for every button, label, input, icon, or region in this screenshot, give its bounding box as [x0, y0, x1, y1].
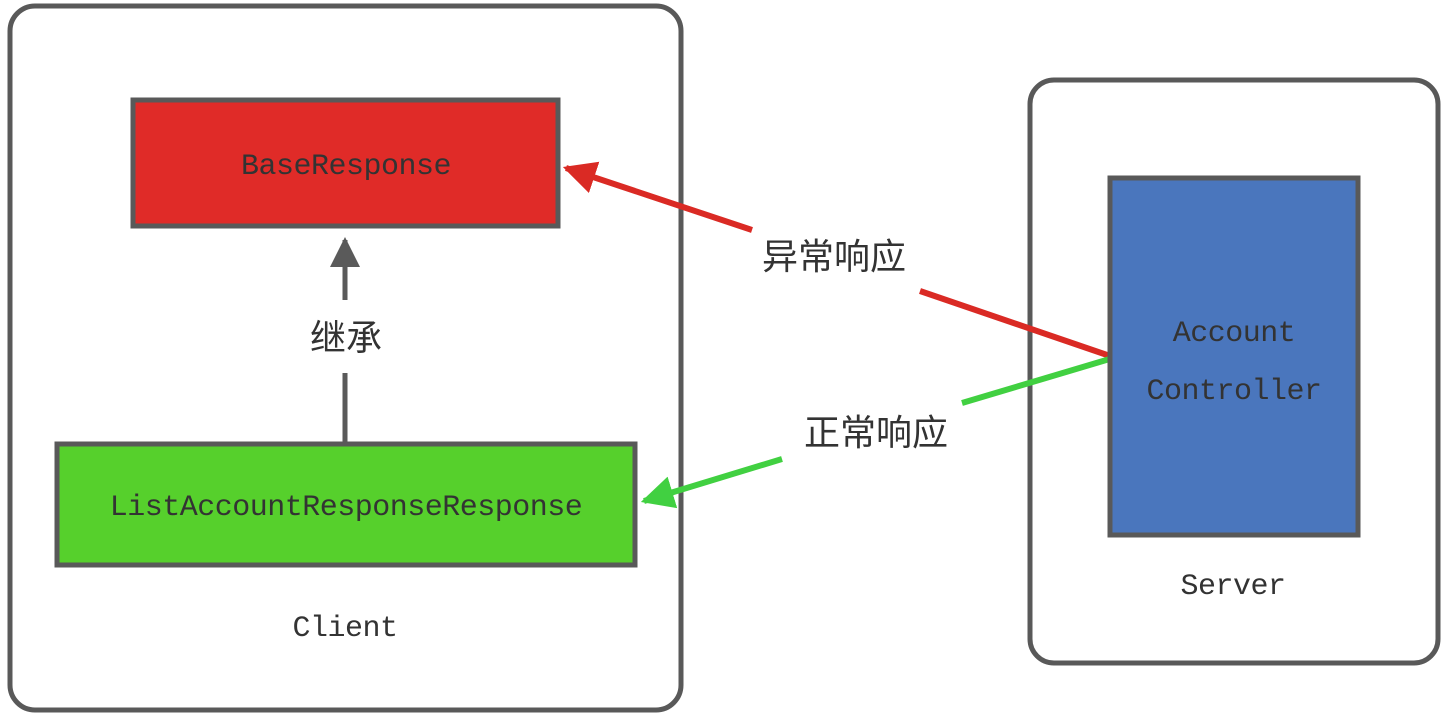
server-container-label: Server — [1180, 570, 1285, 604]
client-container-label: Client — [292, 612, 397, 646]
normal-response-edge-tail-segment — [961, 355, 1114, 406]
inheritance-edge-label: 继承 — [310, 318, 382, 358]
account-controller-label-line2: Controller — [1146, 375, 1321, 409]
normal-response-edge-head-segment — [640, 456, 783, 509]
error-response-edge-label: 异常响应 — [762, 237, 906, 277]
base-response-box — [130, 97, 561, 229]
account-controller-box — [1107, 175, 1361, 538]
base-response-label: BaseResponse — [241, 150, 451, 184]
list-account-response-label: ListAccountResponseResponse — [110, 491, 583, 525]
normal-response-edge-label: 正常响应 — [804, 413, 948, 453]
error-response-edge-tail-segment — [919, 288, 1114, 360]
error-response-edge-head-segment — [562, 161, 753, 233]
account-controller-label-line1: Account — [1173, 317, 1296, 351]
list-account-response-box — [54, 441, 638, 568]
